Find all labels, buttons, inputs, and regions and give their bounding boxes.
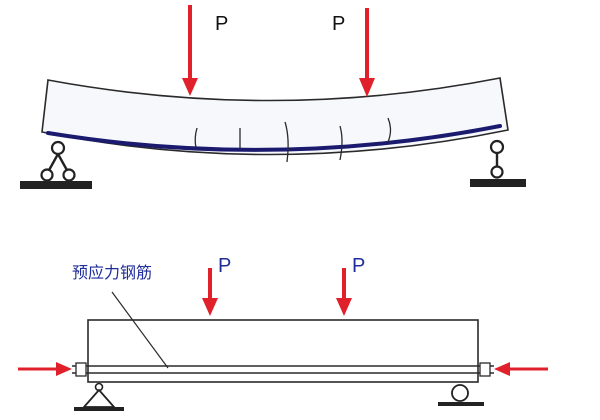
deflected-beam-body <box>41 77 509 156</box>
flexural-cracks <box>194 117 392 163</box>
bottom-load-label-right: P <box>352 255 365 277</box>
top-right-roller-support <box>470 139 526 187</box>
crack-5 <box>387 117 392 143</box>
top-left-pin-support <box>20 140 92 189</box>
prestress-tendon <box>72 362 494 377</box>
top-load-label-left: P <box>215 13 228 35</box>
bottom-load-arrow-left <box>202 268 218 316</box>
tendon-leader-line <box>111 291 169 369</box>
bottom-left-pin-support <box>74 382 124 411</box>
crack-1 <box>194 127 198 149</box>
bottom-rebar <box>46 124 502 152</box>
crack-4 <box>339 125 343 161</box>
prestressed-beam-body <box>87 319 479 383</box>
crack-3 <box>284 121 289 163</box>
bottom-beam-diagram: 预应力钢筋 P P <box>18 255 548 411</box>
tendon-label: 预应力钢筋 <box>72 263 152 282</box>
top-beam-diagram: P P <box>20 5 526 189</box>
bottom-load-arrow-right <box>336 268 352 316</box>
top-load-arrow-right <box>359 8 375 97</box>
top-load-label-right: P <box>332 13 345 35</box>
bottom-load-label-left: P <box>218 255 231 277</box>
top-load-arrow-left <box>182 5 198 96</box>
bottom-right-roller-support <box>438 384 484 406</box>
prestress-arrow-right <box>494 362 548 376</box>
prestress-arrow-left <box>18 362 72 376</box>
